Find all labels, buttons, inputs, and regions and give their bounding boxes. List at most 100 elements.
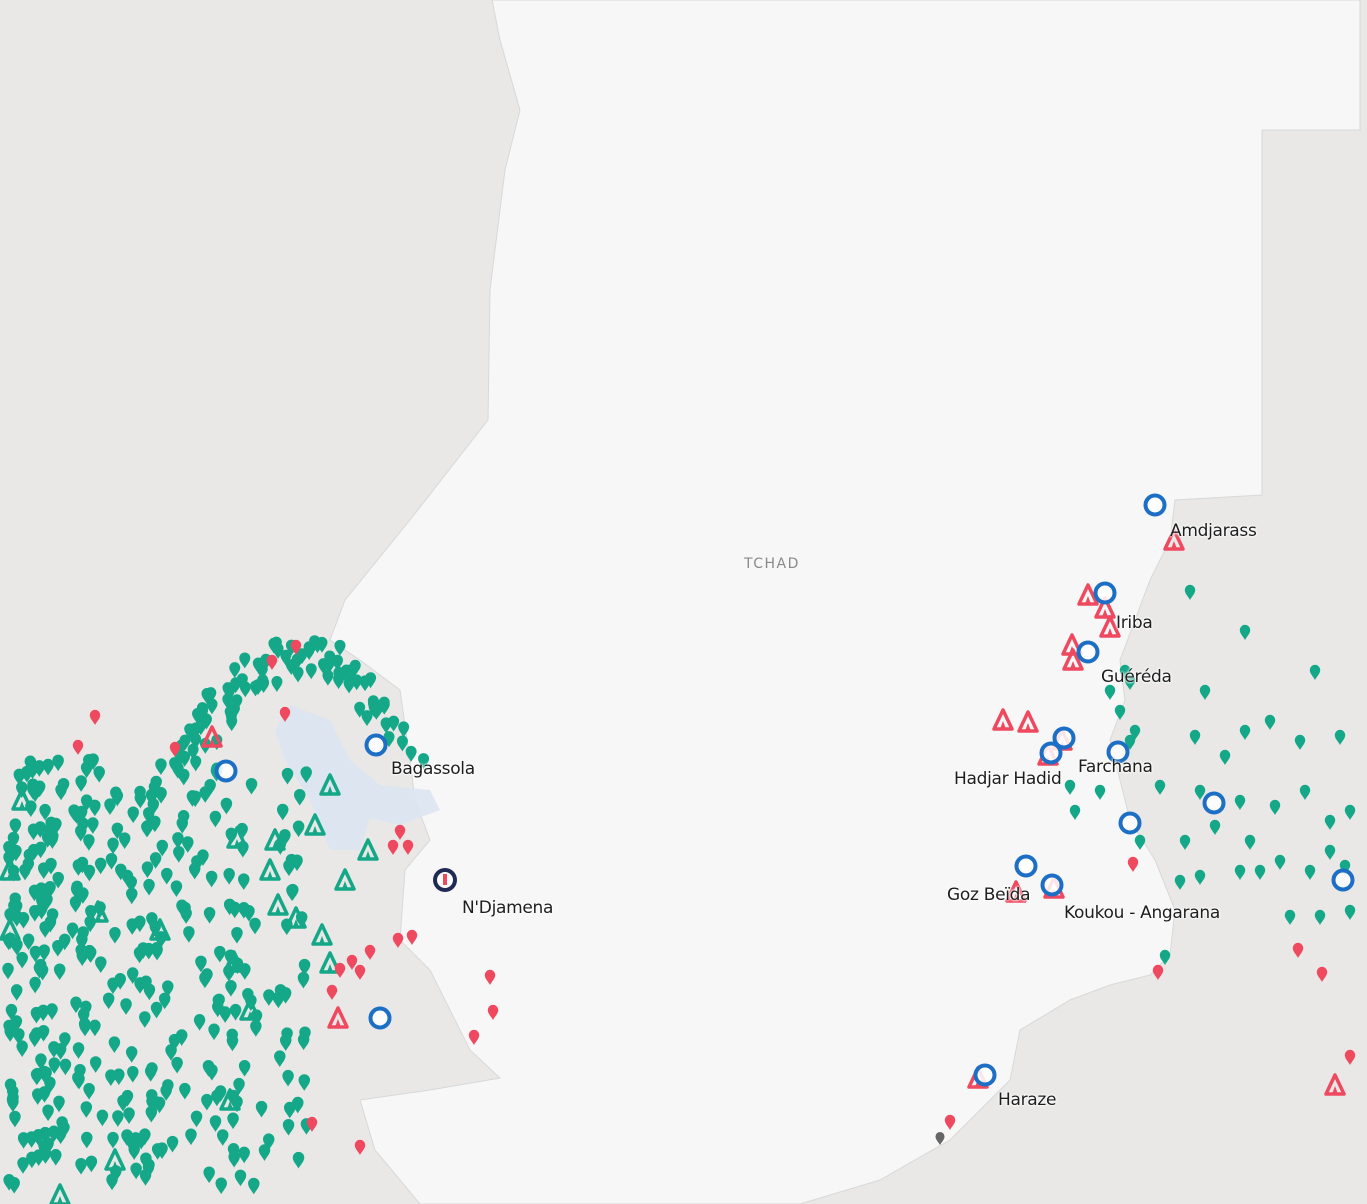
map-pin-icon[interactable]: [1199, 684, 1211, 700]
map-pin-icon[interactable]: [3, 840, 15, 858]
map-pin-icon[interactable]: [42, 1104, 54, 1122]
map-pin-icon[interactable]: [142, 1161, 155, 1178]
map-pin-icon[interactable]: [292, 666, 304, 683]
map-pin-icon[interactable]: [229, 1003, 242, 1021]
teal-camp-icon[interactable]: [334, 868, 356, 891]
map-pin-icon[interactable]: [248, 1177, 260, 1195]
map-pin-icon[interactable]: [35, 902, 48, 920]
map-pin-icon[interactable]: [8, 1177, 20, 1194]
map-pin-icon[interactable]: [126, 887, 138, 905]
map-pin-icon[interactable]: [39, 1147, 52, 1164]
map-pin-icon[interactable]: [1159, 949, 1171, 965]
map-pin-icon[interactable]: [271, 676, 283, 692]
map-pin-icon[interactable]: [1174, 874, 1186, 890]
map-pin-icon[interactable]: [45, 857, 57, 875]
map-pin-icon[interactable]: [236, 822, 248, 840]
map-pin-icon[interactable]: [165, 1044, 177, 1061]
map-pin-icon[interactable]: [46, 1003, 58, 1020]
map-pin-icon[interactable]: [83, 864, 96, 882]
red-pin-icon[interactable]: [72, 739, 84, 755]
map-pin-icon[interactable]: [1344, 804, 1356, 820]
map-pin-icon[interactable]: [149, 815, 161, 833]
map-pin-icon[interactable]: [1184, 584, 1196, 600]
map-pin-icon[interactable]: [365, 672, 377, 689]
map-pin-icon[interactable]: [28, 1030, 41, 1048]
map-pin-icon[interactable]: [35, 882, 48, 900]
map-pin-icon[interactable]: [133, 946, 146, 964]
map-pin-icon[interactable]: [250, 1020, 262, 1037]
map-pin-icon[interactable]: [279, 1034, 292, 1052]
map-pin-icon[interactable]: [281, 767, 294, 785]
ring-office-icon[interactable]: [364, 733, 388, 757]
map-pin-icon[interactable]: [36, 963, 49, 981]
map-pin-icon[interactable]: [128, 1143, 140, 1160]
map-pin-icon[interactable]: [1124, 734, 1136, 750]
map-pin-icon[interactable]: [148, 780, 161, 798]
map-pin-icon[interactable]: [17, 1132, 30, 1149]
map-pin-icon[interactable]: [72, 1042, 85, 1059]
map-pin-icon[interactable]: [245, 777, 258, 795]
map-pin-icon[interactable]: [89, 1056, 102, 1073]
map-pin-icon[interactable]: [155, 787, 167, 804]
map-pin-icon[interactable]: [24, 755, 37, 773]
map-pin-icon[interactable]: [105, 852, 118, 870]
map-pin-icon[interactable]: [283, 1101, 296, 1119]
map-pin-icon[interactable]: [115, 863, 127, 881]
red-pin-icon[interactable]: [364, 944, 376, 960]
map-pin-icon[interactable]: [1219, 749, 1231, 765]
map-pin-icon[interactable]: [134, 977, 146, 994]
map-pin-icon[interactable]: [58, 933, 71, 951]
map-pin-icon[interactable]: [297, 1033, 310, 1051]
map-pin-icon[interactable]: [262, 1133, 275, 1151]
map-pin-icon[interactable]: [29, 945, 42, 963]
map-pin-icon[interactable]: [38, 1065, 50, 1083]
map-pin-icon[interactable]: [9, 1110, 21, 1128]
map-pin-icon[interactable]: [29, 785, 41, 803]
map-pin-icon[interactable]: [42, 758, 54, 776]
map-pin-icon[interactable]: [75, 775, 87, 792]
map-pin-icon[interactable]: [120, 998, 132, 1015]
map-pin-icon[interactable]: [7, 831, 20, 849]
map-pin-icon[interactable]: [59, 1058, 72, 1076]
map-pin-icon[interactable]: [342, 669, 354, 686]
red-camp-icon[interactable]: [1077, 583, 1099, 606]
map-pin-icon[interactable]: [1314, 909, 1326, 925]
map-pin-icon[interactable]: [172, 832, 184, 849]
map-pin-icon[interactable]: [212, 1000, 224, 1018]
map-pin-icon[interactable]: [13, 1028, 25, 1045]
place-label-farchana[interactable]: Farchana: [1078, 757, 1153, 777]
map-pin-icon[interactable]: [282, 1119, 295, 1136]
map-pin-icon[interactable]: [1114, 704, 1126, 720]
red-pin-icon[interactable]: [394, 824, 406, 840]
teal-camp-icon[interactable]: [239, 998, 261, 1021]
grey-pin-icon[interactable]: [935, 1131, 945, 1145]
map-pin-icon[interactable]: [158, 992, 171, 1010]
map-pin-icon[interactable]: [206, 698, 218, 715]
map-pin-icon[interactable]: [29, 976, 41, 994]
map-pin-icon[interactable]: [1069, 804, 1081, 820]
red-pin-icon[interactable]: [1344, 1049, 1356, 1065]
map-pin-icon[interactable]: [22, 933, 35, 951]
map-pin-icon[interactable]: [298, 1074, 311, 1091]
map-pin-icon[interactable]: [285, 853, 298, 871]
map-pin-icon[interactable]: [156, 1142, 168, 1160]
map-pin-icon[interactable]: [239, 681, 251, 698]
map-pin-icon[interactable]: [1194, 784, 1206, 800]
map-pin-icon[interactable]: [367, 695, 379, 712]
map-pin-icon[interactable]: [296, 648, 308, 665]
map-pin-icon[interactable]: [1239, 724, 1251, 740]
map-pin-icon[interactable]: [141, 861, 154, 879]
red-camp-icon[interactable]: [327, 1006, 349, 1029]
map-pin-icon[interactable]: [216, 1129, 229, 1146]
map-pin-icon[interactable]: [121, 1129, 133, 1146]
map-pin-icon[interactable]: [286, 884, 298, 902]
map-pin-icon[interactable]: [125, 1046, 138, 1063]
map-pin-icon[interactable]: [123, 1107, 135, 1125]
map-pin-icon[interactable]: [209, 1115, 222, 1132]
map-pin-icon[interactable]: [215, 1177, 227, 1195]
map-pin-icon[interactable]: [1234, 864, 1246, 880]
map-pin-icon[interactable]: [70, 996, 82, 1014]
map-pin-icon[interactable]: [292, 820, 305, 838]
ring-office-icon[interactable]: [1014, 854, 1038, 878]
